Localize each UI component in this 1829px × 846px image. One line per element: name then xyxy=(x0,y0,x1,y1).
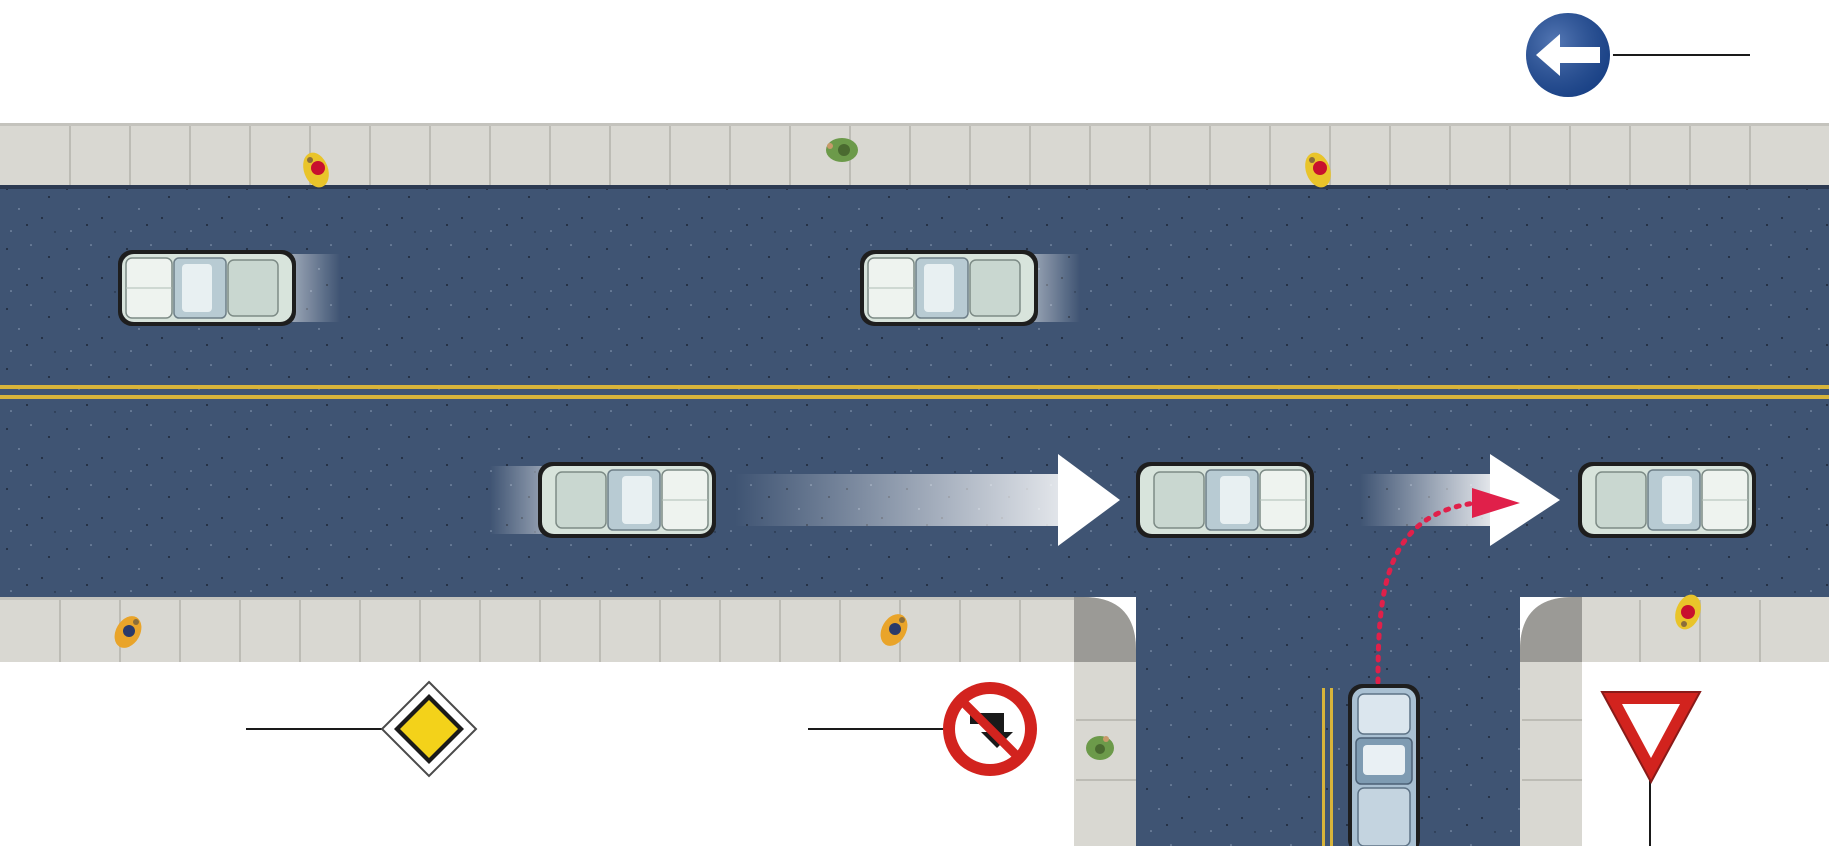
mandatory-left-sign xyxy=(1523,10,1750,100)
yellow-diamond-icon xyxy=(400,700,458,758)
no-turn-icon xyxy=(961,700,1019,758)
car-lower-1 xyxy=(490,461,717,539)
arrow-left-icon xyxy=(1536,34,1600,76)
pedestrian-1 xyxy=(303,152,329,188)
motion-arrow-1 xyxy=(735,454,1120,546)
car-lower-2 xyxy=(1135,461,1315,539)
car-lower-3 xyxy=(1577,461,1757,539)
yield-sign xyxy=(1600,691,1702,846)
sidewalk-bottom xyxy=(0,597,1829,846)
pedestrian-7 xyxy=(1675,594,1701,630)
no-left-turn-sign xyxy=(808,682,1037,776)
main-road xyxy=(0,185,1829,597)
pedestrian-2 xyxy=(826,138,858,162)
pedestrian-5 xyxy=(880,614,908,646)
sidewalk-top xyxy=(0,123,1829,187)
car-upper-2 xyxy=(859,249,1080,327)
yield-triangle-icon xyxy=(1622,704,1680,758)
pedestrian-6 xyxy=(1086,736,1114,760)
priority-road-sign xyxy=(246,680,478,778)
side-road-line xyxy=(1322,688,1333,846)
turn-path-arrow xyxy=(1375,488,1520,685)
car-upper-1 xyxy=(117,249,340,327)
motion-arrow-2 xyxy=(1360,454,1560,546)
pedestrian-3 xyxy=(1305,152,1331,188)
side-road xyxy=(1136,595,1520,846)
center-double-line xyxy=(0,385,1829,399)
car-side-road xyxy=(1348,684,1420,846)
pedestrian-4 xyxy=(114,616,142,648)
